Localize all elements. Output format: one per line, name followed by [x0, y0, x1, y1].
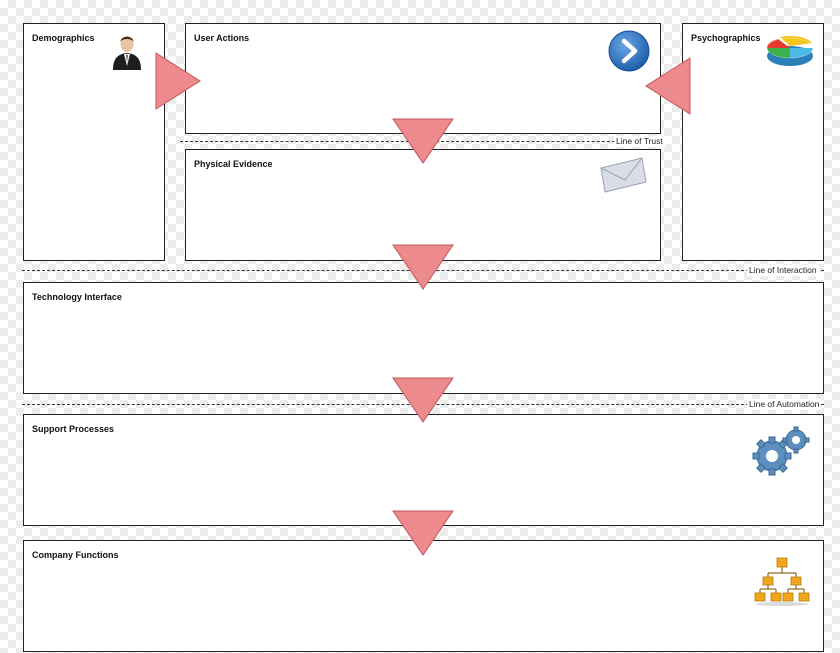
company-functions-box: Company Functions — [23, 540, 824, 652]
businessman-icon — [113, 36, 141, 70]
support-processes-label: Support Processes — [32, 424, 115, 434]
arrow-down-1 — [392, 118, 454, 164]
line-of-trust-label: Line of Trust — [614, 136, 665, 147]
user-actions-box: User Actions — [185, 23, 661, 134]
user-actions-label: User Actions — [194, 33, 250, 43]
arrow-down-4 — [392, 510, 454, 556]
gears-icon — [752, 426, 810, 476]
line-of-interaction-label: Line of Interaction — [747, 265, 819, 276]
technology-interface-label: Technology Interface — [32, 292, 122, 302]
demographics-box: Demographics — [23, 23, 165, 261]
envelope-icon — [600, 157, 647, 193]
physical-evidence-label: Physical Evidence — [194, 159, 273, 169]
arrow-down-3 — [392, 377, 454, 423]
pie-chart-icon — [766, 35, 814, 66]
org-chart-icon — [754, 557, 810, 606]
company-functions-label: Company Functions — [32, 550, 119, 560]
arrow-right — [155, 52, 201, 110]
arrow-left — [645, 57, 691, 115]
demographics-label: Demographics — [32, 33, 95, 43]
chevron-right-circle-icon — [608, 30, 650, 72]
support-processes-box: Support Processes — [23, 414, 824, 526]
arrow-down-2 — [392, 244, 454, 290]
psychographics-label: Psychographics — [691, 33, 761, 43]
line-of-automation-label: Line of Automation — [747, 399, 822, 410]
